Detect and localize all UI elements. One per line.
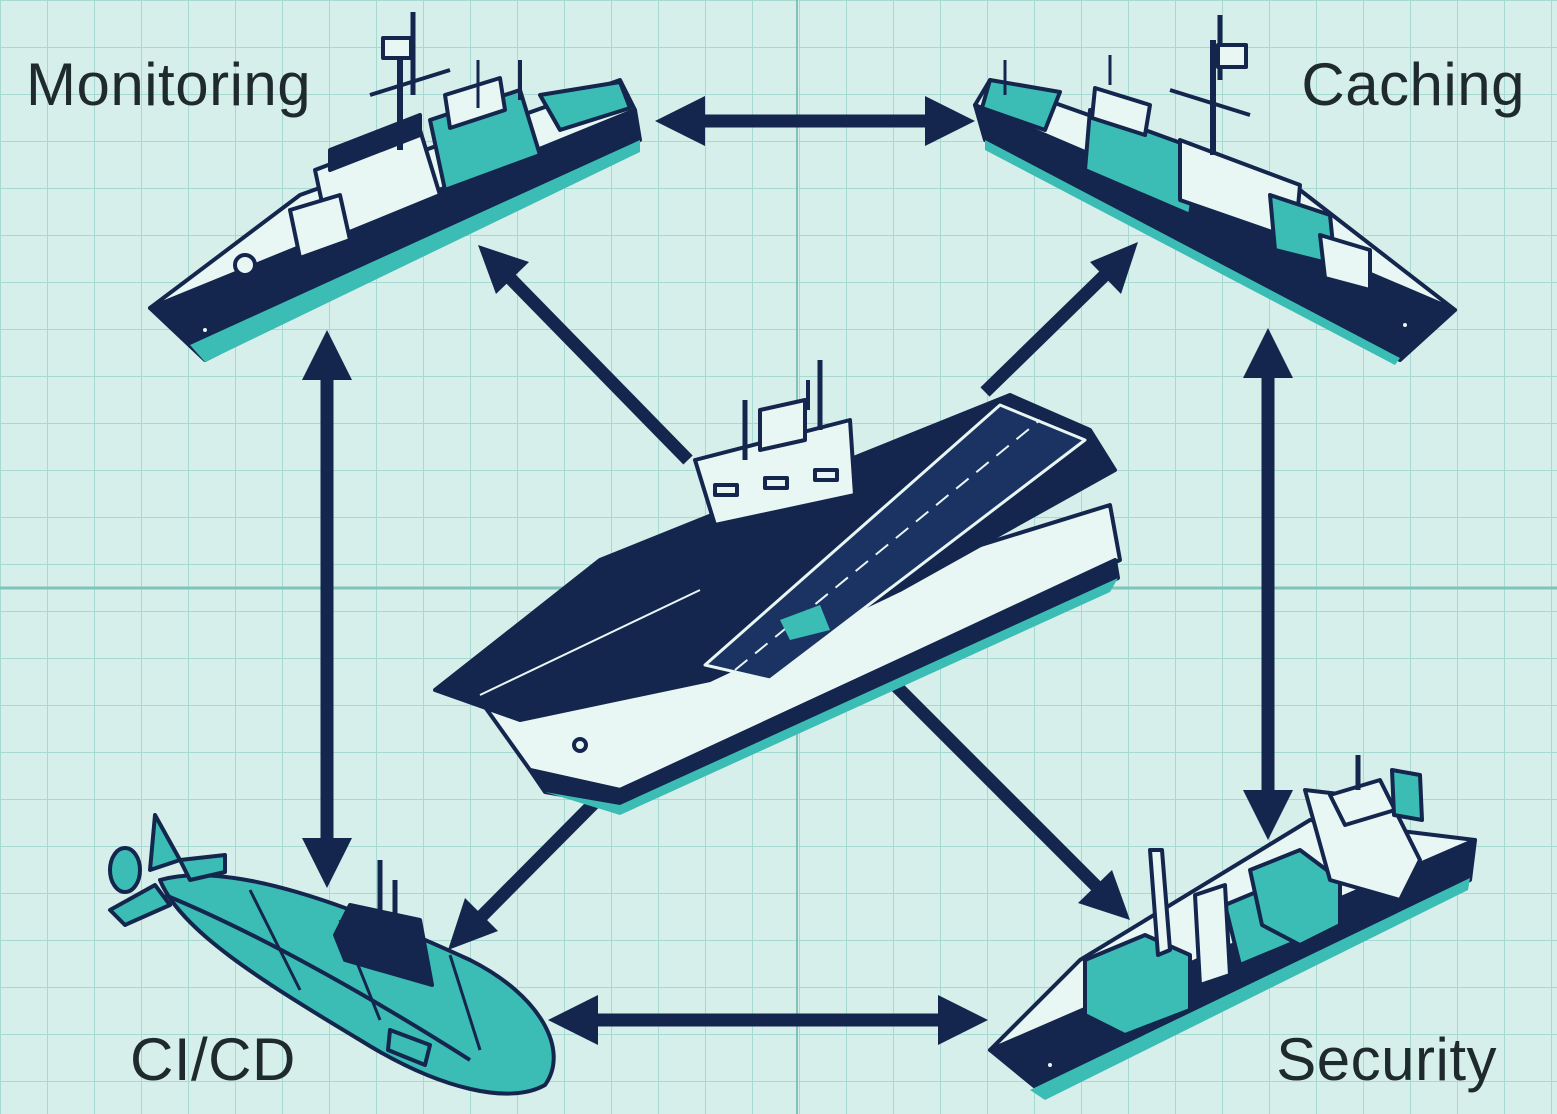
arrow-caching-security [1243, 328, 1293, 840]
arrow-center-security [873, 663, 1130, 920]
arrow-cicd-security [548, 995, 988, 1045]
submarine-icon [108, 813, 556, 1096]
node-label-caching: Caching [1301, 51, 1525, 118]
arrow-center-caching [980, 242, 1138, 397]
node-label-monitoring: Monitoring [26, 51, 312, 118]
arrow-monitoring-caching [655, 96, 975, 146]
arrow-monitoring-cicd [302, 330, 352, 888]
node-label-cicd: CI/CD [130, 1026, 296, 1093]
destroyer-ship-icon [148, 12, 642, 362]
cargo-ship-icon [988, 755, 1477, 1100]
node-label-security: Security [1276, 1026, 1497, 1093]
aircraft-carrier-icon [433, 360, 1122, 815]
destroyer-ship-icon [973, 15, 1457, 365]
arrow-center-monitoring [478, 245, 693, 465]
